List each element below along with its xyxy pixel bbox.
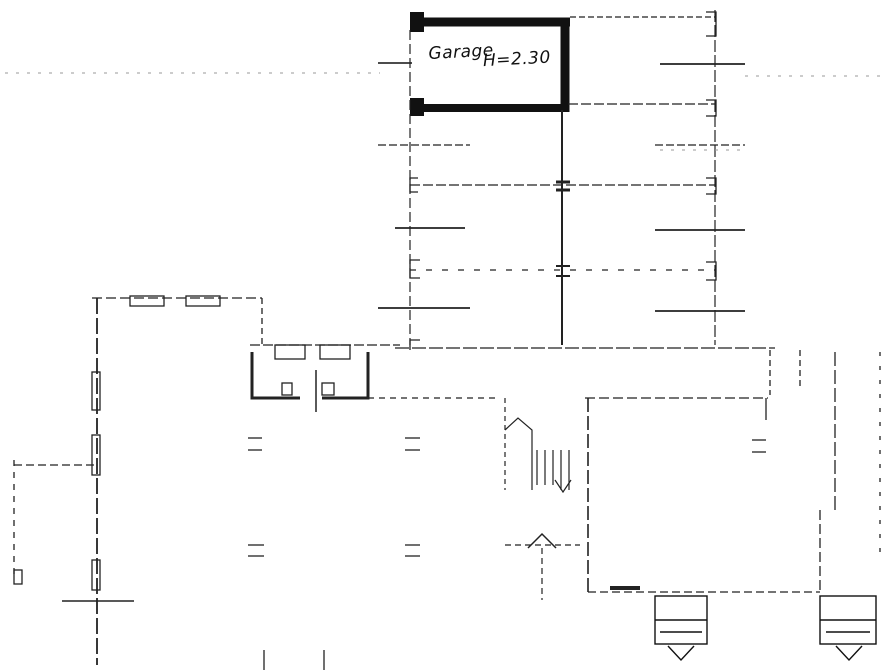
window-symbol — [91, 434, 101, 476]
balcony-symbols — [654, 595, 877, 662]
fixture-symbol — [319, 344, 351, 360]
stair-arrow — [527, 532, 557, 549]
fixture-symbol — [274, 344, 306, 360]
balcony-arrow — [835, 645, 863, 662]
window-symbol — [129, 295, 165, 307]
central-block — [248, 344, 500, 670]
stair-arrow — [554, 479, 572, 494]
window-symbol — [91, 371, 101, 411]
fixture-symbol — [281, 382, 293, 396]
column-bracket — [409, 339, 420, 350]
bathroom-wall — [250, 352, 300, 400]
garage-room — [378, 12, 570, 116]
reference-lines — [5, 72, 880, 151]
window-symbol — [13, 569, 23, 585]
column-bracket — [706, 261, 717, 281]
garage-corner-post-bottom — [410, 98, 424, 116]
window-symbol — [91, 559, 101, 591]
stair-outline — [504, 417, 533, 490]
right-block — [585, 350, 881, 593]
window-symbol — [185, 295, 221, 307]
column-bracket — [409, 259, 420, 279]
column-bracket — [409, 177, 418, 193]
staircase — [504, 398, 580, 600]
stair-treads — [536, 450, 570, 490]
left-building — [13, 295, 263, 665]
structural-grid — [378, 10, 775, 349]
column-bracket — [706, 177, 717, 195]
column-bracket — [706, 99, 717, 117]
column-brackets — [409, 11, 717, 350]
fixture-symbol — [321, 382, 335, 396]
column-bracket — [706, 11, 717, 37]
garage-corner-post-top — [410, 12, 424, 32]
balcony-arrow — [667, 645, 695, 662]
